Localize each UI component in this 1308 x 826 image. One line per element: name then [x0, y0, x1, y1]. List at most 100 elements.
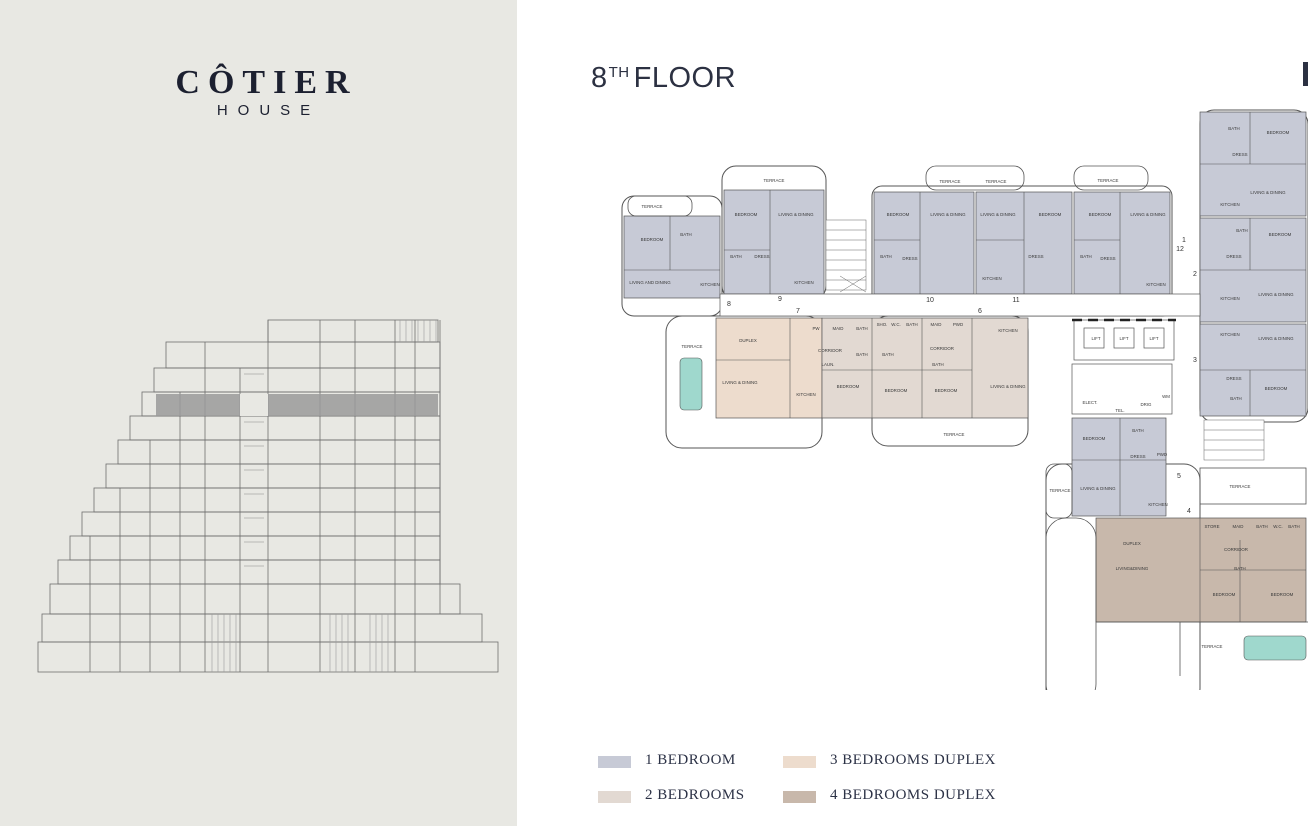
- cropped-title-mark: [1303, 62, 1308, 86]
- svg-text:W.C.: W.C.: [1273, 524, 1283, 529]
- svg-text:DUPLEX: DUPLEX: [1123, 541, 1141, 546]
- svg-text:LIVING&DINING: LIVING&DINING: [1116, 566, 1149, 571]
- unit-1bed-c: [873, 191, 975, 295]
- svg-text:PW: PW: [812, 326, 820, 331]
- svg-text:SHO.: SHO.: [877, 322, 888, 327]
- svg-text:TERRACE: TERRACE: [1098, 178, 1119, 183]
- svg-text:MAID: MAID: [833, 326, 844, 331]
- svg-text:BATH: BATH: [856, 326, 867, 331]
- svg-text:TERRACE: TERRACE: [1202, 644, 1223, 649]
- unit-number: 2: [1193, 271, 1197, 278]
- svg-text:PWD: PWD: [1157, 452, 1167, 457]
- svg-text:BATH: BATH: [856, 352, 867, 357]
- legend-label: 3 BEDROOMS DUPLEX: [830, 752, 997, 768]
- svg-text:LIVING & DINING: LIVING & DINING: [1258, 292, 1294, 297]
- svg-text:LIFT: LIFT: [1091, 336, 1100, 341]
- unit-3bed-duplex: [715, 317, 823, 419]
- brand-logo: CÔTIER: [175, 64, 358, 101]
- svg-text:TERRACE: TERRACE: [642, 204, 663, 209]
- svg-text:BATH: BATH: [932, 362, 943, 367]
- left-panel: CÔTIER HOUSE: [0, 0, 517, 826]
- svg-text:BATH: BATH: [1234, 566, 1245, 571]
- pool-right: [1243, 635, 1307, 661]
- svg-text:KITCHEN: KITCHEN: [1220, 296, 1239, 301]
- svg-text:LAUN.: LAUN.: [822, 362, 835, 367]
- svg-text:W.C.: W.C.: [891, 322, 901, 327]
- svg-text:DRESS: DRESS: [1226, 376, 1241, 381]
- legend-label: 1 BEDROOM: [645, 752, 736, 768]
- svg-text:BATH: BATH: [730, 254, 741, 259]
- svg-text:PWD: PWD: [953, 322, 963, 327]
- svg-text:BEDROOM: BEDROOM: [935, 388, 958, 393]
- svg-text:LIVING & DINING: LIVING & DINING: [990, 384, 1026, 389]
- label-bedroom: BEDROOM: [641, 237, 664, 242]
- svg-text:KITCHEN: KITCHEN: [1146, 282, 1165, 287]
- unit-number: 8: [727, 301, 731, 308]
- svg-text:BEDROOM: BEDROOM: [1271, 592, 1294, 597]
- svg-text:LIVING & DINING: LIVING & DINING: [980, 212, 1016, 217]
- svg-text:MAID: MAID: [931, 322, 942, 327]
- legend-label: 2 BEDROOMS: [645, 787, 745, 803]
- svg-text:LIVING AND DINING: LIVING AND DINING: [629, 280, 671, 285]
- svg-text:BEDROOM: BEDROOM: [1039, 212, 1062, 217]
- svg-text:LIVING & DINING: LIVING & DINING: [1258, 336, 1294, 341]
- svg-text:ELECT.: ELECT.: [1083, 400, 1098, 405]
- svg-text:KITCHEN: KITCHEN: [982, 276, 1001, 281]
- unit-number: 5: [1177, 473, 1181, 480]
- svg-text:LIVING & DINING: LIVING & DINING: [1130, 212, 1166, 217]
- svg-text:BATH: BATH: [1228, 126, 1239, 131]
- svg-text:DRESS: DRESS: [1130, 454, 1145, 459]
- svg-text:BEDROOM: BEDROOM: [885, 388, 908, 393]
- legend-label: 4 BEDROOMS DUPLEX: [830, 787, 997, 803]
- svg-text:KITCHEN: KITCHEN: [796, 392, 815, 397]
- highlighted-floor: [156, 394, 438, 416]
- unit-2bed: [821, 317, 1029, 419]
- svg-text:LIVING & DINING: LIVING & DINING: [1080, 486, 1116, 491]
- unit-number: 4: [1187, 508, 1191, 515]
- building-elevation: [37, 319, 499, 673]
- svg-text:KITCHEN: KITCHEN: [1220, 332, 1239, 337]
- unit-number: 7: [796, 308, 800, 315]
- svg-text:KITCHEN: KITCHEN: [794, 280, 813, 285]
- unit-number: 1: [1182, 237, 1186, 244]
- svg-text:DRESS: DRESS: [1100, 256, 1115, 261]
- svg-text:DRIG: DRIG: [1141, 402, 1153, 407]
- svg-text:TERRACE: TERRACE: [940, 179, 961, 184]
- svg-text:BEDROOM: BEDROOM: [1267, 130, 1290, 135]
- svg-text:TERRACE: TERRACE: [944, 432, 965, 437]
- svg-text:TERRACE: TERRACE: [1050, 488, 1071, 493]
- svg-text:BATH: BATH: [1288, 524, 1299, 529]
- svg-text:DRESS: DRESS: [1232, 152, 1247, 157]
- svg-text:BATH: BATH: [1080, 254, 1091, 259]
- unit-number: 6: [978, 308, 982, 315]
- svg-text:BATH: BATH: [1230, 396, 1241, 401]
- svg-text:LIVING & DINING: LIVING & DINING: [930, 212, 966, 217]
- svg-text:LIFT: LIFT: [1119, 336, 1128, 341]
- svg-text:KITCHEN: KITCHEN: [700, 282, 719, 287]
- floor-number: 8: [591, 62, 608, 94]
- unit-number: 9: [778, 296, 782, 303]
- svg-text:BATH: BATH: [1236, 228, 1247, 233]
- svg-text:BATH: BATH: [680, 232, 691, 237]
- svg-text:BEDROOM: BEDROOM: [1089, 212, 1112, 217]
- svg-text:BATH: BATH: [880, 254, 891, 259]
- svg-text:BEDROOM: BEDROOM: [735, 212, 758, 217]
- unit-1bed-e: [1073, 191, 1171, 295]
- svg-text:LIVING & DINING: LIVING & DINING: [778, 212, 814, 217]
- svg-text:STORE: STORE: [1204, 524, 1219, 529]
- svg-text:BATH: BATH: [1256, 524, 1267, 529]
- floor-plan: BEDROOM BATH LIVING AND DINING TERRACE K…: [621, 109, 1308, 690]
- svg-text:BEDROOM: BEDROOM: [1269, 232, 1292, 237]
- unit-number: 12: [1176, 246, 1184, 253]
- svg-text:BEDROOM: BEDROOM: [837, 384, 860, 389]
- legend-swatch: [783, 791, 816, 803]
- svg-text:CORRIDOR: CORRIDOR: [818, 348, 842, 353]
- svg-text:CORRIDOR: CORRIDOR: [1224, 547, 1248, 552]
- svg-text:TERRACE: TERRACE: [986, 179, 1007, 184]
- svg-text:TEL.: TEL.: [1115, 408, 1124, 413]
- svg-text:KITCHEN: KITCHEN: [1220, 202, 1239, 207]
- svg-text:TERRACE: TERRACE: [764, 178, 785, 183]
- unit-number: 10: [926, 297, 934, 304]
- svg-text:WM: WM: [1162, 394, 1170, 399]
